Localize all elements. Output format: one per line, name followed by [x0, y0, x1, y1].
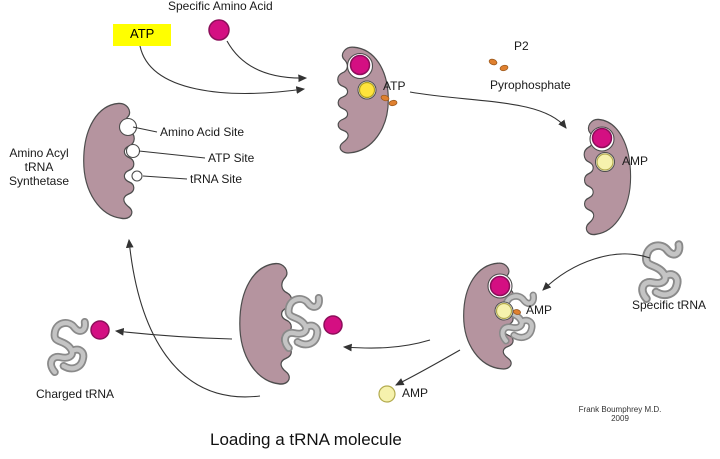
amino-acid-in-enzyme	[349, 54, 371, 76]
amp-molecule	[495, 302, 513, 320]
credit-label: Frank Boumphrey M.D. 2009	[575, 405, 665, 423]
trna-site-notch	[131, 170, 143, 182]
pyrophosphate-label: Pyrophosphate	[490, 78, 571, 92]
amp-molecule	[596, 153, 614, 171]
credit-name: Frank Boumphrey M.D.	[578, 405, 662, 414]
amp-label-right: AMP	[622, 154, 649, 168]
amino-acid-in-enzyme	[489, 275, 511, 297]
trna-site-label: tRNA Site	[190, 172, 243, 186]
arrow-to-releasing-enzyme	[342, 339, 431, 352]
atp-label: ATP	[383, 79, 406, 93]
atp-molecule	[358, 81, 376, 99]
pointer-trna-site	[142, 175, 188, 180]
specific-trna-label: Specific tRNA	[632, 298, 707, 312]
charged-trna-label: Charged tRNA	[36, 387, 115, 401]
credit-year: 2009	[611, 414, 629, 424]
diagram-title: Loading a tRNA molecule	[210, 430, 402, 449]
p2-label: P2	[514, 39, 529, 53]
specific-amino-acid-molecule	[208, 19, 230, 41]
pyrophosphate-dot	[488, 58, 498, 66]
amp-label-complex: AMP	[526, 303, 553, 317]
arrow-atp-to-enzyme	[139, 45, 306, 94]
atp-site-label: ATP Site	[208, 151, 255, 165]
arrow-trna-to-enzyme	[542, 253, 651, 291]
arrow-amp-release	[395, 349, 461, 386]
atp-site-notch	[125, 143, 141, 159]
arrow-amino-acid-to-enzyme	[226, 40, 308, 83]
phosphate-dot	[380, 94, 390, 102]
pointer-atp-site	[138, 150, 206, 159]
amino-acid-on-trna	[323, 315, 343, 335]
amp-label-released: AMP	[402, 386, 429, 400]
synthetase-name-line1: Amino Acyl	[9, 146, 69, 160]
pointer-amino-acid-site	[132, 126, 158, 133]
pyrophosphate-dot	[499, 64, 509, 72]
arrow-charged-trna-release	[114, 328, 233, 340]
amino-acid-on-charged-trna	[90, 320, 110, 340]
arrow-to-amp-enzyme	[409, 91, 567, 129]
atp-highlight-label: ATP	[113, 24, 172, 46]
synthetase-enzyme-releasing-trna	[239, 262, 293, 385]
amino-acid-site-notch	[118, 117, 138, 137]
arrow-enzyme-recycle	[125, 238, 261, 398]
released-amp-molecule	[378, 385, 396, 403]
charged-trna-molecule	[51, 322, 85, 372]
synthetase-name-line3: Synthetase	[8, 173, 70, 188]
phosphate-dot	[513, 309, 521, 315]
phosphate-dot	[388, 99, 398, 107]
synthetase-name-line2: tRNA	[24, 159, 54, 174]
amino-acid-in-enzyme	[591, 127, 613, 149]
specific-amino-acid-label: Specific Amino Acid	[168, 0, 273, 13]
amino-acid-site-label: Amino Acid Site	[160, 125, 245, 139]
specific-trna-molecule	[642, 245, 679, 299]
synthetase-name-label: Amino Acyl tRNA Synthetase	[0, 146, 78, 188]
